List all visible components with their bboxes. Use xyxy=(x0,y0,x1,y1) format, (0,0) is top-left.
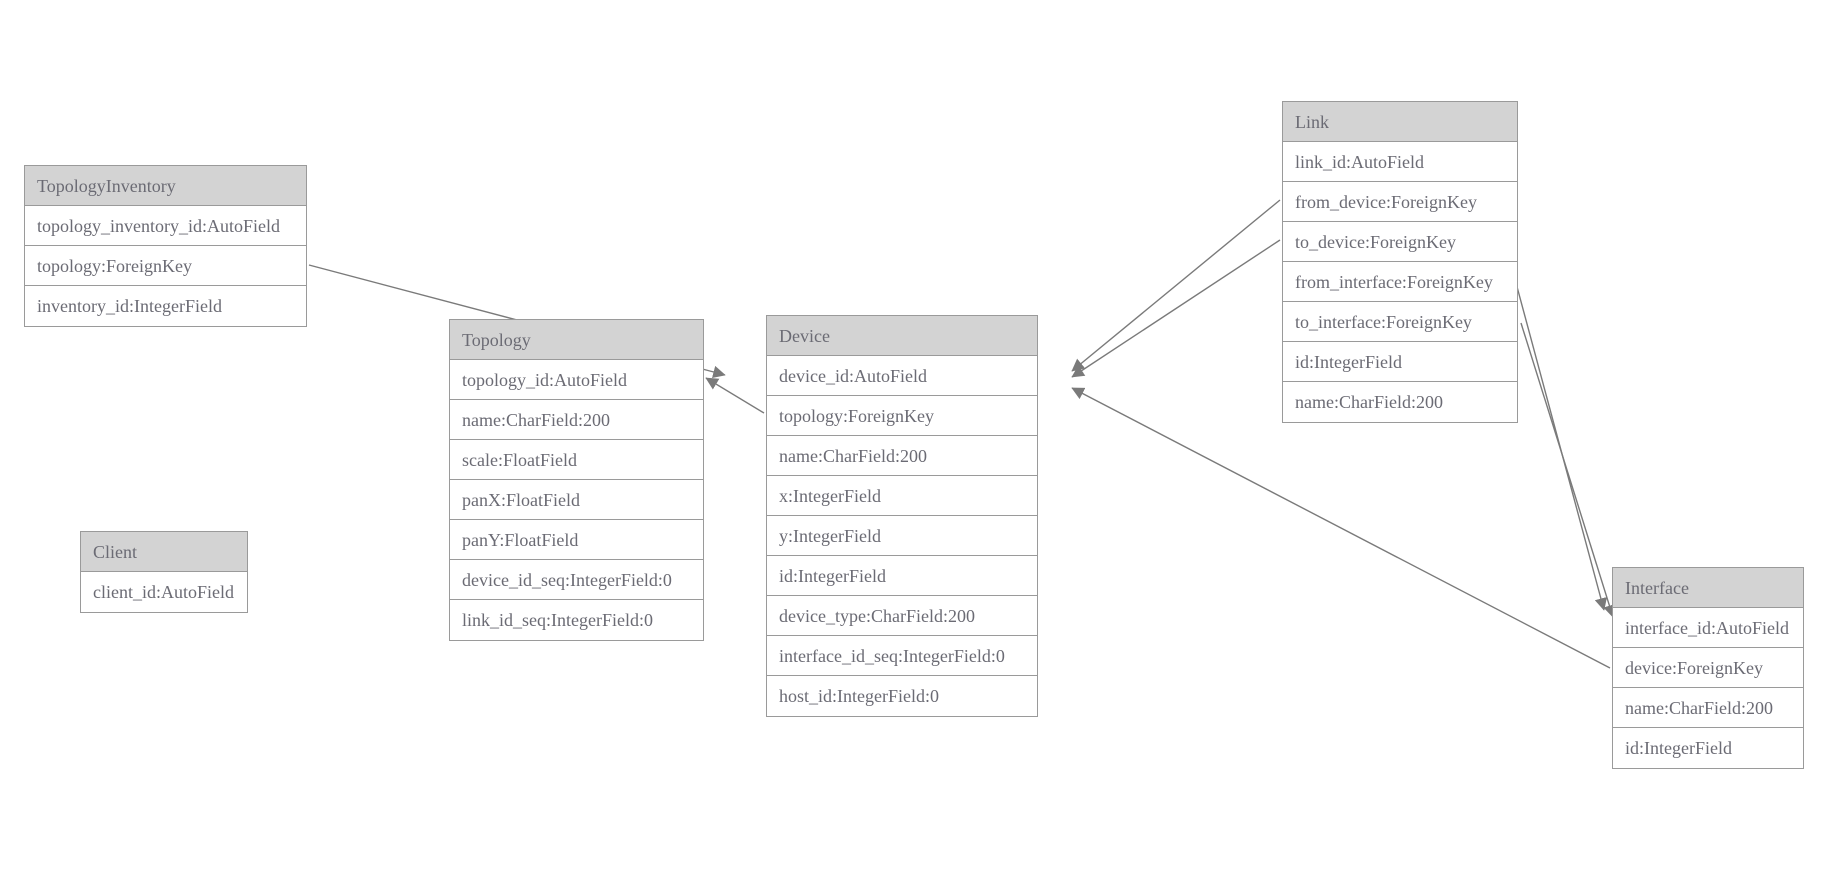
entity-topology[interactable]: Topology topology_id:AutoField name:Char… xyxy=(449,319,704,641)
entity-title-link: Link xyxy=(1283,102,1517,142)
field-row: topology_inventory_id:AutoField xyxy=(25,206,306,246)
field-row: device_id:AutoField xyxy=(767,356,1037,396)
field-row: panY:FloatField xyxy=(450,520,703,560)
entity-title-interface: Interface xyxy=(1613,568,1803,608)
field-row: topology_id:AutoField xyxy=(450,360,703,400)
entity-interface[interactable]: Interface interface_id:AutoField device:… xyxy=(1612,567,1804,769)
field-row: host_id:IntegerField:0 xyxy=(767,676,1037,716)
field-row: id:IntegerField xyxy=(1613,728,1803,768)
field-row: to_interface:ForeignKey xyxy=(1283,302,1517,342)
field-row: device:ForeignKey xyxy=(1613,648,1803,688)
field-row: topology:ForeignKey xyxy=(25,246,306,286)
field-row: device_id_seq:IntegerField:0 xyxy=(450,560,703,600)
field-row: from_device:ForeignKey xyxy=(1283,182,1517,222)
entity-link[interactable]: Link link_id:AutoField from_device:Forei… xyxy=(1282,101,1518,423)
field-row: id:IntegerField xyxy=(767,556,1037,596)
field-row: interface_id_seq:IntegerField:0 xyxy=(767,636,1037,676)
field-row: x:IntegerField xyxy=(767,476,1037,516)
edge-link-from-device xyxy=(1071,199,1281,372)
field-row: client_id:AutoField xyxy=(81,572,247,612)
field-row: interface_id:AutoField xyxy=(1613,608,1803,648)
edge-link-to-device xyxy=(1071,239,1281,378)
edge-link-from-interface xyxy=(1515,282,1608,611)
field-row: panX:FloatField xyxy=(450,480,703,520)
entity-topology-inventory[interactable]: TopologyInventory topology_inventory_id:… xyxy=(24,165,307,327)
field-row: name:CharField:200 xyxy=(1283,382,1517,422)
field-row: scale:FloatField xyxy=(450,440,703,480)
field-row: inventory_id:IntegerField xyxy=(25,286,306,326)
field-row: link_id_seq:IntegerField:0 xyxy=(450,600,703,640)
field-row: name:CharField:200 xyxy=(767,436,1037,476)
entity-client[interactable]: Client client_id:AutoField xyxy=(80,531,248,613)
field-row: from_interface:ForeignKey xyxy=(1283,262,1517,302)
entity-title-topology: Topology xyxy=(450,320,703,360)
entity-title-device: Device xyxy=(767,316,1037,356)
field-row: device_type:CharField:200 xyxy=(767,596,1037,636)
entity-title-client: Client xyxy=(81,532,247,572)
field-row: to_device:ForeignKey xyxy=(1283,222,1517,262)
field-row: name:CharField:200 xyxy=(450,400,703,440)
field-row: id:IntegerField xyxy=(1283,342,1517,382)
edge-device-topology xyxy=(705,377,765,414)
field-row: y:IntegerField xyxy=(767,516,1037,556)
entity-device[interactable]: Device device_id:AutoField topology:Fore… xyxy=(766,315,1038,717)
field-row: name:CharField:200 xyxy=(1613,688,1803,728)
field-row: topology:ForeignKey xyxy=(767,396,1037,436)
edge-link-to-interface xyxy=(1520,322,1616,618)
field-row: link_id:AutoField xyxy=(1283,142,1517,182)
edge-interface-device xyxy=(1071,387,1611,669)
entity-title-topology-inventory: TopologyInventory xyxy=(25,166,306,206)
